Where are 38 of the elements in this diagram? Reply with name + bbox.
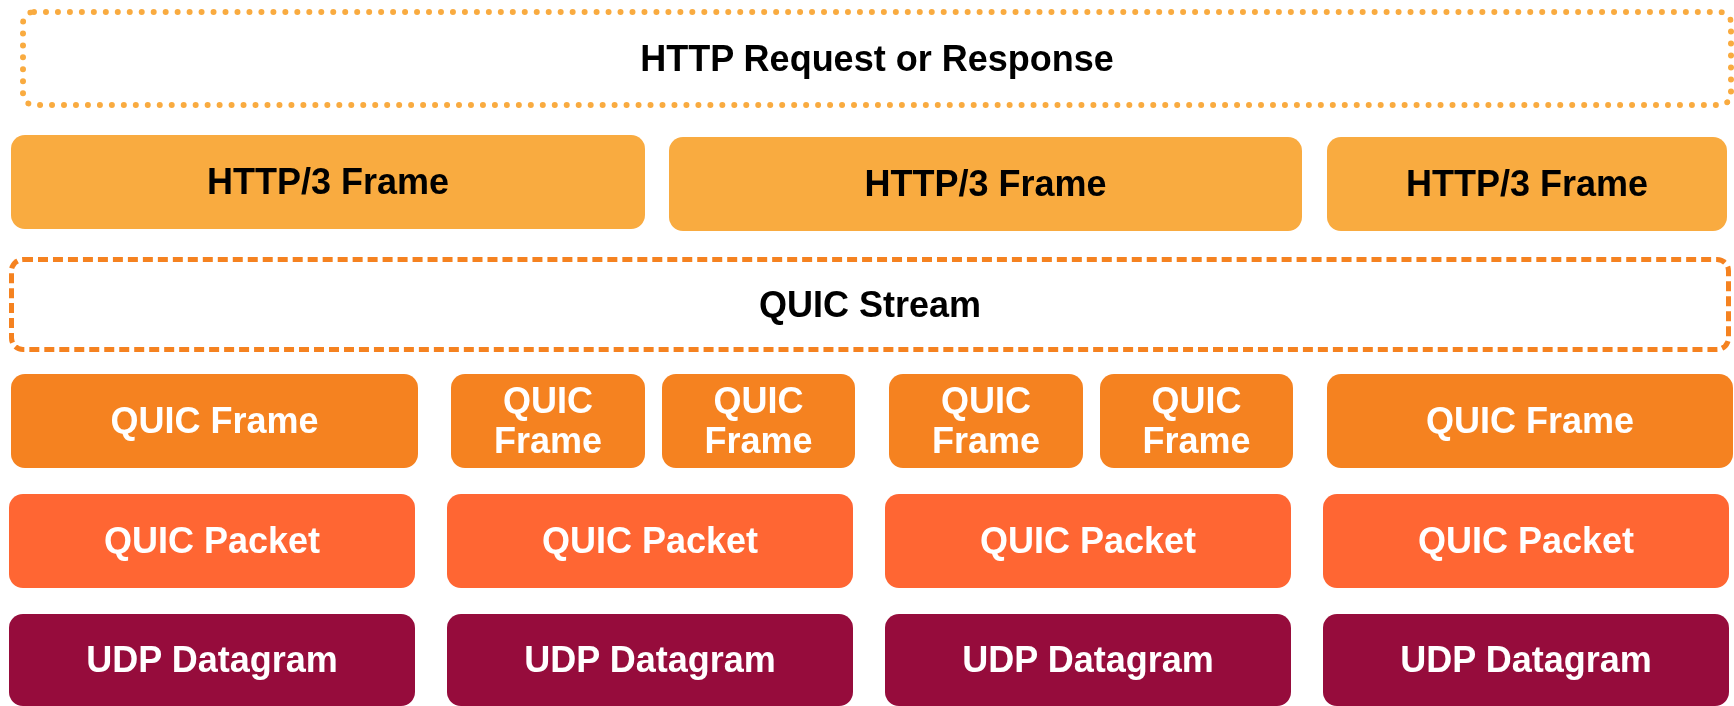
quic-frame-box <box>11 374 418 468</box>
http3-frame-box <box>1327 137 1727 231</box>
udp-datagram-box <box>1323 614 1729 706</box>
box-label: QUIC Frame <box>1425 401 1635 441</box>
box-label: HTTP/3 Frame <box>206 162 450 202</box>
dotted-outline-box <box>20 9 1734 108</box>
box-label: UDP Datagram <box>524 640 776 680</box>
box-label: HTTP Request or Response <box>640 38 1114 79</box>
http3-frame-box <box>669 137 1302 231</box>
udp-datagram-box <box>9 614 415 706</box>
quic-frame-box <box>889 374 1083 468</box>
box-label: QUIC Packet <box>541 521 759 561</box>
box-label: QUIC Frame <box>110 401 319 441</box>
quic-packet-box <box>885 494 1291 588</box>
box-label: QUIC Frame <box>703 381 814 461</box>
quic-packet-box <box>447 494 853 588</box>
quic-frame-box <box>1327 374 1733 468</box>
box-label: QUIC Stream <box>758 284 982 325</box>
quic-frame-box <box>451 374 645 468</box>
quic-frame-box <box>662 374 855 468</box>
box-label: UDP Datagram <box>1400 640 1652 680</box>
box-label: QUIC Packet <box>103 521 321 561</box>
quic-frame-box <box>1100 374 1293 468</box>
box-label: UDP Datagram <box>86 640 338 680</box>
http3-frame-box <box>11 135 645 229</box>
dashed-outline-box <box>9 257 1731 352</box>
box-label: QUIC Frame <box>492 381 604 461</box>
box-label: QUIC Packet <box>979 521 1197 561</box>
box-label: HTTP/3 Frame <box>1405 164 1649 204</box>
quic-packet-box <box>1323 494 1729 588</box>
box-label: QUIC Frame <box>1141 381 1252 461</box>
udp-datagram-box <box>447 614 853 706</box>
box-label: QUIC Packet <box>1417 521 1635 561</box>
box-label: UDP Datagram <box>962 640 1214 680</box>
quic-packet-box <box>9 494 415 588</box>
box-label: QUIC Frame <box>930 381 1042 461</box>
box-label: HTTP/3 Frame <box>864 164 1107 204</box>
udp-datagram-box <box>885 614 1291 706</box>
